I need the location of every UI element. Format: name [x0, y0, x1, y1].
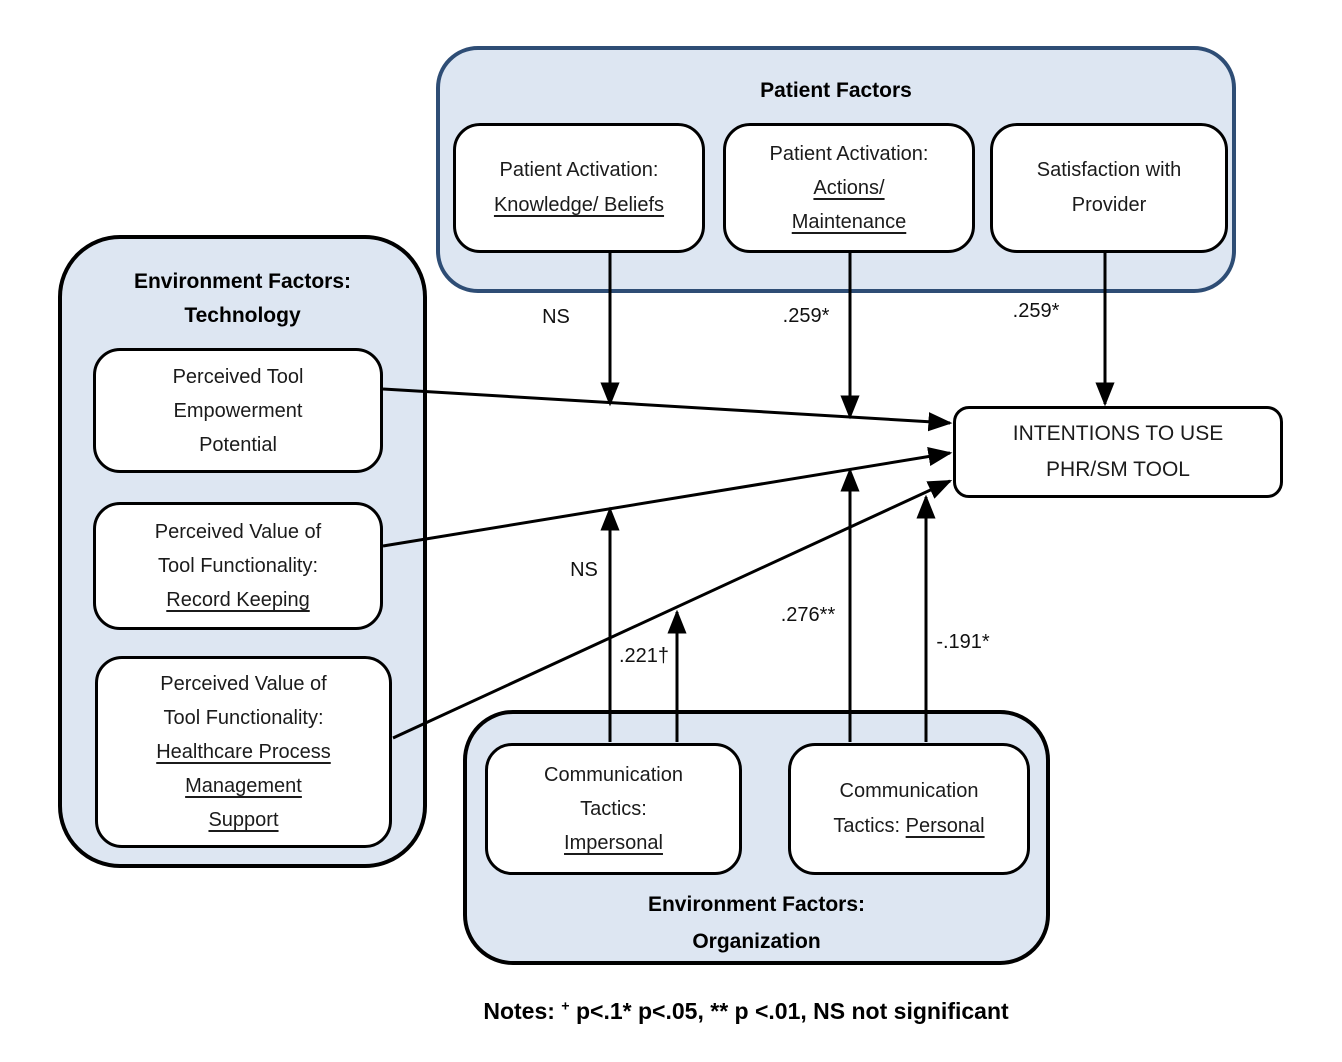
node-line: INTENTIONS TO USE — [1012, 422, 1224, 445]
path-label-satisfaction-259: .259* — [1012, 300, 1060, 322]
node-line: Healthcare Process — [156, 741, 331, 763]
arrow-healthcare-process-to-intentions — [392, 479, 953, 740]
node-line: Perceived Value of — [160, 673, 327, 695]
node-line: Impersonal — [564, 832, 663, 854]
node-line: PHR/SM TOOL — [1046, 458, 1190, 481]
node-line: Empowerment — [173, 399, 303, 422]
arrow-record-keeping-to-intentions — [382, 447, 953, 548]
node-line: Tool Functionality: — [157, 555, 319, 577]
notes-legend: Notes: + p<.1* p<.05, ** p <.01, NS not … — [483, 998, 1008, 1025]
node-line-prefix: Tactics: — [833, 815, 906, 837]
patient-factors-title: Patient Factors — [760, 79, 912, 102]
node-line: Record Keeping — [166, 589, 310, 611]
path-label-actions-259: .259* — [782, 305, 830, 327]
node-line: Management — [185, 775, 302, 797]
notes-rest: p<.1* p<.05, ** p <.01, NS not significa… — [576, 998, 1009, 1024]
node-perceived-tool-empowerment: Perceived Tool Empowerment Potential — [93, 348, 383, 473]
node-line: Patient Activation: — [499, 159, 659, 181]
node-intentions-to-use-phr-sm-tool: INTENTIONS TO USE PHR/SM TOOL — [953, 406, 1283, 498]
node-line: Provider — [1071, 194, 1147, 216]
node-line: Perceived Value of — [154, 521, 322, 543]
organization-title-line1: Environment Factors: — [647, 893, 866, 916]
technology-title-line1: Environment Factors: — [133, 270, 352, 293]
node-line: Satisfaction with — [1036, 159, 1182, 181]
node-line: Patient Activation: — [769, 143, 929, 165]
node-line: Knowledge/ Beliefs — [493, 194, 665, 216]
node-satisfaction-with-provider: Satisfaction with Provider — [990, 123, 1228, 253]
path-label-impersonal-ns: NS — [570, 559, 598, 581]
node-line: Potential — [199, 433, 277, 456]
technology-title-line2: Technology — [184, 304, 301, 327]
technology-factors-title: Environment Factors: Technology — [62, 265, 423, 333]
path-label-impersonal-221: .221† — [618, 645, 670, 667]
path-label-knowledge-ns: NS — [542, 306, 570, 328]
node-line: Actions/ — [813, 177, 885, 199]
path-label-personal-276: .276** — [780, 604, 836, 626]
node-patient-activation-knowledge: Patient Activation: Knowledge/ Beliefs — [453, 123, 705, 253]
node-communication-tactics-personal: Communication Tactics: Personal — [788, 743, 1030, 875]
node-line-underlined: Personal — [905, 815, 985, 837]
node-patient-activation-actions: Patient Activation: Actions/ Maintenance — [723, 123, 975, 253]
organization-title-line2: Organization — [692, 930, 821, 953]
node-communication-tactics-impersonal: Communication Tactics: Impersonal — [485, 743, 742, 875]
node-line: Communication — [544, 764, 683, 786]
node-line: Tool Functionality: — [163, 707, 324, 729]
notes-prefix: Notes: — [483, 998, 555, 1024]
path-label-personal-191: -.191* — [936, 631, 990, 653]
organization-factors-title: Environment Factors: Organization — [467, 886, 1046, 960]
node-tool-functionality-record-keeping: Perceived Value of Tool Functionality: R… — [93, 502, 383, 630]
node-line: Support — [208, 809, 279, 831]
node-line: Tactics: Personal — [833, 809, 984, 844]
node-tool-functionality-healthcare-process: Perceived Value of Tool Functionality: H… — [95, 656, 392, 848]
node-line: Tactics: — [580, 798, 647, 820]
node-line: Perceived Tool — [172, 365, 304, 388]
node-line: Communication — [839, 780, 979, 802]
node-line: Maintenance — [791, 211, 907, 233]
arrow-empowerment-to-intentions — [382, 387, 953, 432]
notes-dagger: + — [561, 998, 570, 1015]
